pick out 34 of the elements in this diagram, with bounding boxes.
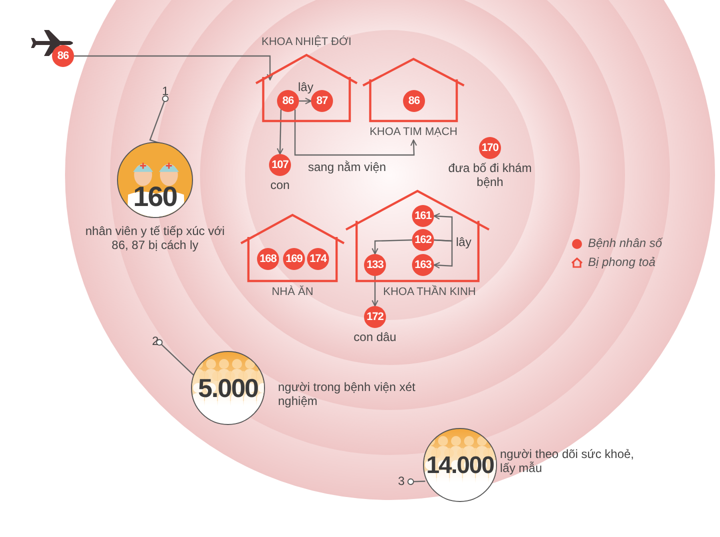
ward-label: KHOA THẦN KINH xyxy=(382,286,477,298)
legend-label: Bị phong toả xyxy=(588,255,656,269)
count-number: 5.000 xyxy=(196,373,260,404)
house-frame xyxy=(255,36,358,122)
house-frame xyxy=(362,58,465,140)
callout-number: 3 xyxy=(398,474,405,488)
arrow xyxy=(276,109,284,155)
ward-label: NHÀ ĂN xyxy=(270,286,314,298)
edge-label: sang nằm viện xyxy=(308,160,386,174)
leader-line xyxy=(407,478,426,485)
arrow xyxy=(294,109,417,156)
ward-label: KHOA NHIỆT ĐỚI xyxy=(260,36,352,48)
legend-label: Bệnh nhân số xyxy=(588,236,662,250)
node-caption: con xyxy=(269,178,291,192)
count-number: 14.000 xyxy=(425,452,495,480)
arrow xyxy=(372,276,378,307)
node-caption: con dâu xyxy=(352,330,398,344)
node-caption: đưa bố đi khám bệnh xyxy=(447,161,533,190)
edge-label: lây xyxy=(456,235,472,249)
node-caption: người trong bệnh viện xét nghiệm xyxy=(278,380,416,409)
arrow xyxy=(372,239,412,255)
node-caption: người theo dõi sức khoẻ, lấy mẫu xyxy=(500,447,636,476)
arrow xyxy=(433,213,453,242)
callout-number: 2 xyxy=(152,334,159,348)
node-caption: nhân viên y tế tiếp xúc với 86, 87 bị cách ly xyxy=(84,224,226,253)
arrow xyxy=(299,98,312,104)
edge-label: lây xyxy=(298,80,314,94)
leader-line xyxy=(156,339,194,376)
leader-line xyxy=(149,95,169,144)
patient-number-dot: 86 xyxy=(52,45,74,67)
arrow xyxy=(433,239,453,269)
ward-label: KHOA TIM MẠCH xyxy=(368,126,458,138)
arrow xyxy=(74,55,274,80)
callout-number: 1 xyxy=(162,84,169,98)
